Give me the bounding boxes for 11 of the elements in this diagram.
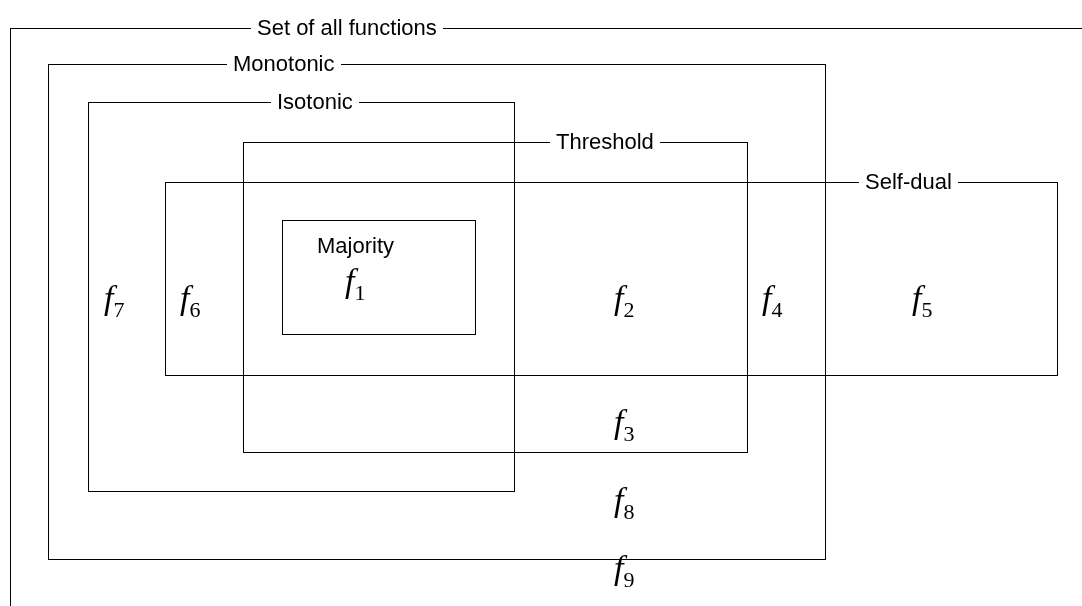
function-label: f$_{5}$: [912, 278, 933, 324]
function-label: f$_{1}$: [345, 261, 366, 307]
function-label: f$_{2}$: [614, 278, 635, 324]
function-label: f$_{8}$: [614, 480, 635, 526]
set-box: [282, 220, 476, 335]
function-label: f$_{3}$: [614, 402, 635, 448]
set-title: Majority: [317, 233, 394, 259]
function-label: f$_{9}$: [614, 548, 635, 594]
function-label: f$_{6}$: [180, 278, 201, 324]
function-label: f$_{7}$: [104, 278, 125, 324]
function-label: f$_{4}$: [762, 278, 783, 324]
